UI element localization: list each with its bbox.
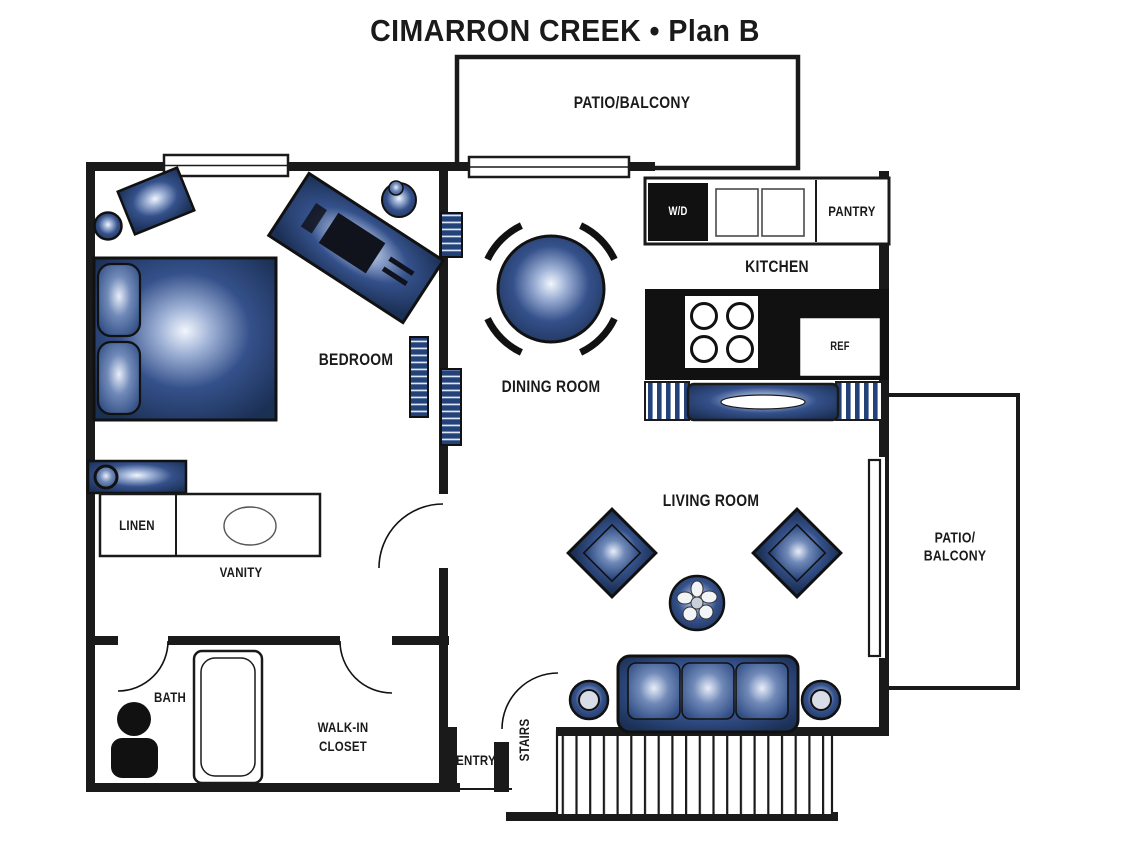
wall-hall-b xyxy=(168,636,340,645)
linen-label: LINEN xyxy=(119,517,155,533)
bar-stripe-left xyxy=(644,381,690,421)
door-arc-bath xyxy=(117,640,169,692)
walkin-closet-label-line1: WALK-IN xyxy=(317,719,369,735)
wall-bottom-left xyxy=(86,783,460,792)
door-arc-hall xyxy=(378,503,444,569)
bathtub-icon xyxy=(192,649,264,785)
console-detail xyxy=(381,266,408,286)
sofa-cushion xyxy=(681,662,735,720)
sofa-cushion xyxy=(735,662,789,720)
kitchen-fixtures xyxy=(645,289,889,380)
sofa-cushion xyxy=(627,662,681,720)
media-console xyxy=(266,171,446,325)
bedroom-furniture xyxy=(92,166,446,422)
dining-chair-icon xyxy=(579,317,618,356)
washer-dryer-label: W/D xyxy=(668,206,688,218)
louvered-door-icon xyxy=(440,368,462,446)
plant-icon xyxy=(388,180,404,196)
sliding-door-icon xyxy=(867,458,882,658)
breakfast-bar xyxy=(644,381,883,422)
tv-icon xyxy=(318,212,386,274)
washer-icon xyxy=(715,188,759,237)
wall-hall-c xyxy=(392,636,449,645)
living-room-label: LIVING ROOM xyxy=(662,491,760,510)
burner-icon xyxy=(726,335,754,363)
louvered-door-icon xyxy=(440,212,463,258)
louvered-doors xyxy=(409,212,463,446)
flower-icon xyxy=(676,580,718,622)
dryer-icon xyxy=(761,188,805,237)
dining-chair-icon xyxy=(579,222,618,261)
burner-icon xyxy=(690,302,718,330)
wall-center-lower xyxy=(439,568,448,792)
dining-table xyxy=(496,234,606,344)
toilet-icon xyxy=(117,702,151,736)
dining-set xyxy=(484,222,618,356)
living-furniture xyxy=(566,507,843,734)
wall-hall-a xyxy=(86,636,118,645)
wall-entry-post-left xyxy=(439,727,457,791)
bath-label: BATH xyxy=(153,689,187,705)
pantry-label: PANTRY xyxy=(828,203,876,219)
refrigerator-label: REF xyxy=(830,341,850,353)
wall-right-lower xyxy=(879,658,889,736)
side-table-top xyxy=(810,689,832,711)
bar-stripe-right xyxy=(835,381,883,421)
vanity-area xyxy=(86,459,322,558)
entry-label: ENTRY xyxy=(456,752,496,768)
page-title: CIMARRON CREEK • Plan B xyxy=(370,13,760,48)
pillow xyxy=(96,262,142,338)
side-table-top xyxy=(578,689,600,711)
dining-chair-icon xyxy=(484,222,523,261)
stairs-label: STAIRS xyxy=(516,718,532,762)
bathtub-inner xyxy=(200,657,256,777)
vanity-counter xyxy=(98,492,322,558)
vanity-label: VANITY xyxy=(219,564,263,580)
patio-balcony-top-outline xyxy=(454,54,801,171)
openings xyxy=(162,153,882,658)
staircase xyxy=(457,730,834,814)
washer-dryer-closet xyxy=(648,183,708,241)
bedroom-label: BEDROOM xyxy=(318,350,394,369)
toilet-icon xyxy=(111,738,158,778)
patio-right-label-line1: PATIO/ xyxy=(934,529,976,547)
patio-top-label: PATIO/BALCONY xyxy=(573,93,691,112)
speaker-icon xyxy=(300,202,327,234)
console-detail xyxy=(388,256,415,276)
door-arcs xyxy=(117,503,559,730)
wall-entry-post-right xyxy=(494,742,509,792)
wall-stairs-bottom xyxy=(506,812,838,821)
door-arc-entry xyxy=(501,672,559,730)
louvered-door-icon xyxy=(409,336,429,418)
wall-center-upper xyxy=(439,162,448,494)
kitchen-label: KITCHEN xyxy=(745,257,809,276)
dining-chair-icon xyxy=(484,317,523,356)
patio-right-label-line2: BALCONY xyxy=(923,547,987,565)
laundry-pantry-block xyxy=(643,176,891,246)
bar-tray xyxy=(720,394,806,410)
door-arc-closet xyxy=(339,640,393,694)
refrigerator-box xyxy=(797,315,883,379)
dining-room-label: DINING ROOM xyxy=(501,377,601,396)
dresser xyxy=(116,166,196,236)
armchair-cushion xyxy=(767,523,827,583)
patio-balcony-right-outline xyxy=(885,393,1020,690)
burner-icon xyxy=(690,335,718,363)
console-lamp-icon xyxy=(93,464,119,490)
stair-treads xyxy=(558,736,832,814)
bathroom-fixtures xyxy=(111,649,264,785)
pillow xyxy=(96,340,142,416)
burner-icon xyxy=(726,302,754,330)
walkin-closet-label-line2: CLOSET xyxy=(318,738,368,754)
sink-icon xyxy=(223,506,277,546)
armchair-cushion xyxy=(582,523,642,583)
lamp-icon xyxy=(93,211,123,241)
